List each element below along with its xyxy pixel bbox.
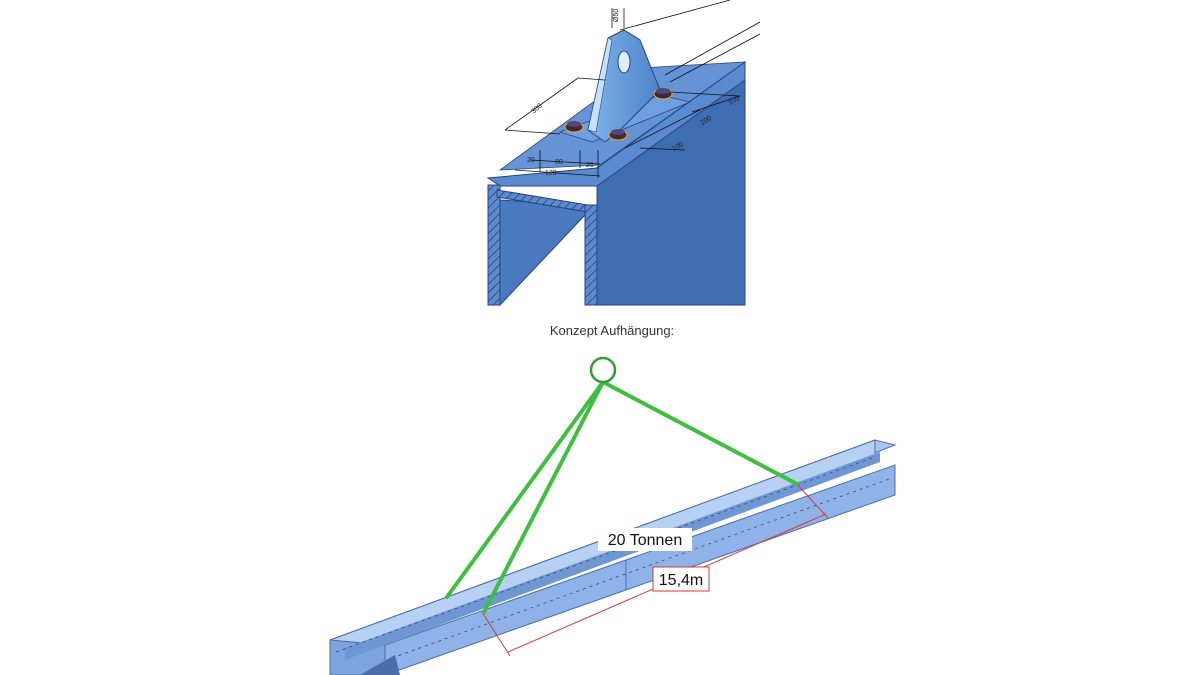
dim-length-200: 200 <box>699 115 713 127</box>
dimension-lines <box>504 0 761 178</box>
girder-front-face <box>384 464 896 675</box>
dim-edge-lower: 100 <box>671 141 685 153</box>
dim-width-80: 80 <box>555 159 563 166</box>
span-label-box <box>652 566 710 592</box>
right-web-section <box>584 204 598 306</box>
girder-inner-channel <box>345 452 880 660</box>
caption: Konzept Aufhängung: <box>550 323 674 338</box>
stiffener-line <box>391 477 893 659</box>
lifting-slings <box>445 380 799 614</box>
dim-width-120: 120 <box>545 170 557 177</box>
load-label: 20 Tonnen <box>608 532 682 549</box>
left-web-section <box>487 184 501 306</box>
crane-hook-icon <box>589 356 617 384</box>
dim-plate-length: 300 <box>530 102 543 115</box>
span-label: 15,4m <box>659 572 703 589</box>
dim-edge-upper: 100 <box>727 95 741 107</box>
lug-hole <box>617 50 631 74</box>
suspension-concept: 15,4m 20 Tonnen <box>329 356 897 675</box>
lug-edge <box>587 37 613 133</box>
bolt-icon <box>653 88 673 100</box>
left-web-inner <box>499 199 586 307</box>
dim-hole-diameter: Ø50 <box>613 9 620 22</box>
dim-left-20: 20 <box>527 157 535 164</box>
lifting-lug-detail: Ø50 300 80 120 20 20 200 100 100 <box>486 0 761 307</box>
bolt-icon <box>564 121 584 133</box>
load-label-box <box>598 528 692 551</box>
bolt-icon <box>608 129 628 141</box>
girder-end-cutout <box>360 655 400 675</box>
dim-right-20: 20 <box>586 162 594 169</box>
